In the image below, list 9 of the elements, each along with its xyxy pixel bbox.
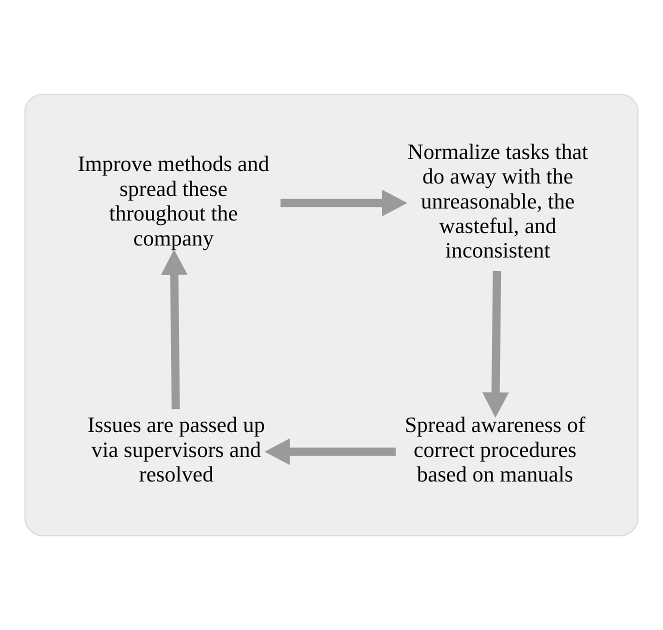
arrow (264, 438, 396, 465)
node-text: Improve methods and spread these throughout the company (78, 151, 270, 250)
arrow (280, 190, 408, 216)
cluster (24, 94, 639, 536)
node-text: Issues are passed up via supervisors and resolved (87, 412, 266, 487)
arrow (160, 250, 188, 410)
node-text: Normalize tasks that do away with the unreasonable, the wasteful, and inconsistent (407, 138, 588, 263)
node-text: Spread awareness of correct procedures based on manuals (404, 412, 586, 487)
arrow (482, 270, 509, 418)
